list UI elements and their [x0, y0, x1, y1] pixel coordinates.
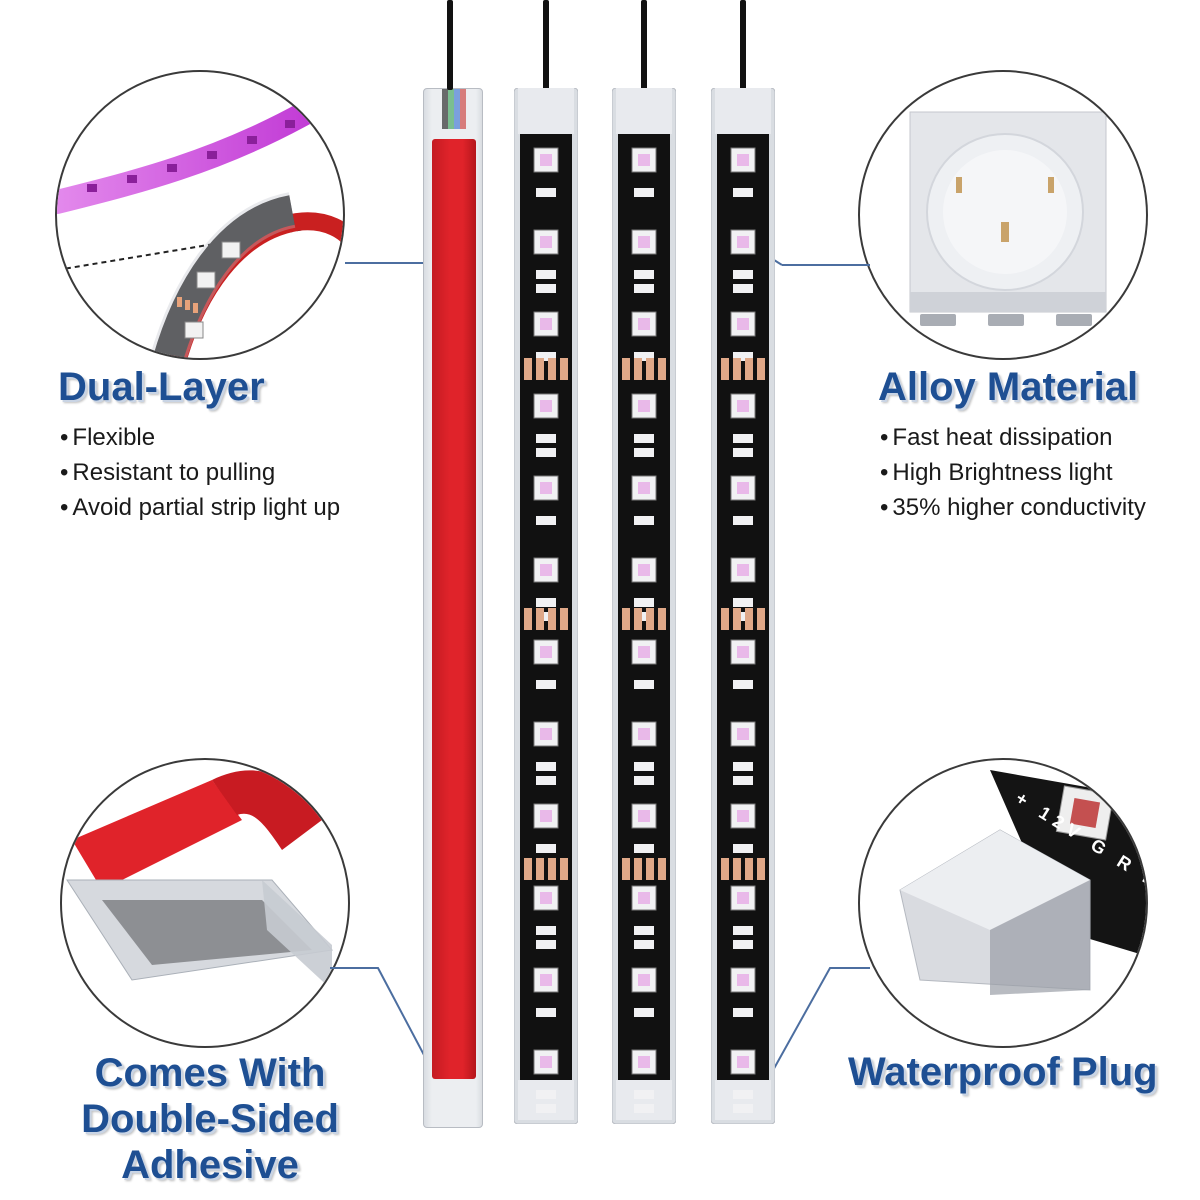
alloy-material-heading: Alloy Material: [878, 365, 1139, 409]
strip-4-wire: [740, 0, 746, 90]
led-chip-icon: [631, 639, 657, 665]
led-chip-icon: [631, 229, 657, 255]
led-strip-2: [612, 88, 676, 1124]
led-chip-icon: [533, 803, 559, 829]
waterproof-plug-illustration: [899, 770, 1146, 995]
adhesive-heading-line: Comes With: [94, 1051, 326, 1095]
strip-1-wire: [447, 0, 453, 90]
led-chip-icon: [730, 147, 756, 173]
dual-layer-bullet: Resistant to pulling: [60, 455, 340, 490]
adhesive-heading-line: Adhesive: [121, 1143, 299, 1187]
led-chip-icon: [730, 967, 756, 993]
led-chip-icon: [631, 475, 657, 501]
waterproof-plug-heading: Waterproof Plug: [848, 1050, 1158, 1094]
led-chip-icon: [730, 557, 756, 583]
led-chip-icon: [533, 557, 559, 583]
led-chip-icon: [533, 721, 559, 747]
dual-layer-bullet: Avoid partial strip light up: [60, 490, 340, 525]
led-chip-icon: [631, 721, 657, 747]
led-chip-icon: [533, 229, 559, 255]
led-chip-icon: [533, 885, 559, 911]
flexible-strip-detail-circle: [55, 70, 345, 360]
led-chip-icon: [730, 1049, 756, 1075]
led-chip-icon: [533, 639, 559, 665]
led-chip-icon: [631, 311, 657, 337]
alloy-material-bullet: Fast heat dissipation: [880, 420, 1146, 455]
dual-layer-heading: Dual-Layer: [58, 365, 265, 409]
smd-chip-detail-circle: [858, 70, 1148, 360]
led-chip-icon: [533, 147, 559, 173]
led-chip-icon: [730, 475, 756, 501]
led-chip-icon: [631, 967, 657, 993]
led-chip-icon: [533, 475, 559, 501]
led-chip-icon: [631, 885, 657, 911]
alloy-material-bullet: 35% higher conductivity: [880, 490, 1145, 525]
dual-layer-bullet: Flexible: [60, 420, 340, 455]
red-adhesive-tape: [432, 139, 476, 1079]
adhesive-heading-line: Double-Sided: [81, 1097, 339, 1141]
flexible-strip-illustration: [57, 100, 343, 358]
strip-2-wire: [543, 0, 549, 90]
adhesive-back-strip: [423, 88, 483, 1128]
led-chip-icon: [730, 311, 756, 337]
led-chip-icon: [909, 111, 1107, 326]
led-chip-icon: [533, 1049, 559, 1075]
led-strip-3: [711, 88, 775, 1124]
led-chip-icon: [631, 803, 657, 829]
adhesive-illustration: [66, 770, 333, 990]
led-strip-1: [514, 88, 578, 1124]
led-chip-icon: [730, 393, 756, 419]
strip-3-wire: [641, 0, 647, 90]
led-chip-icon: [533, 311, 559, 337]
led-chip-icon: [631, 393, 657, 419]
led-chip-icon: [631, 147, 657, 173]
adhesive-heading: Comes With Double-Sided Adhesive: [60, 1050, 360, 1188]
led-chip-icon: [730, 885, 756, 911]
led-chip-icon: [533, 967, 559, 993]
led-chip-icon: [730, 639, 756, 665]
led-chip-icon: [533, 393, 559, 419]
led-chip-icon: [730, 721, 756, 747]
adhesive-detail-circle: [60, 758, 350, 1048]
led-chip-icon: [631, 557, 657, 583]
alloy-material-bullets: Fast heat dissipation High Brightness li…: [880, 420, 1146, 525]
waterproof-plug-detail-circle: + 12V G R B: [858, 758, 1148, 1048]
strip-wire-colors: [442, 89, 466, 129]
alloy-material-bullet: High Brightness light: [880, 455, 1146, 490]
led-chip-icon: [730, 229, 756, 255]
led-chip-icon: [730, 803, 756, 829]
dual-layer-bullets: Flexible Resistant to pulling Avoid part…: [60, 420, 340, 525]
led-chip-icon: [631, 1049, 657, 1075]
